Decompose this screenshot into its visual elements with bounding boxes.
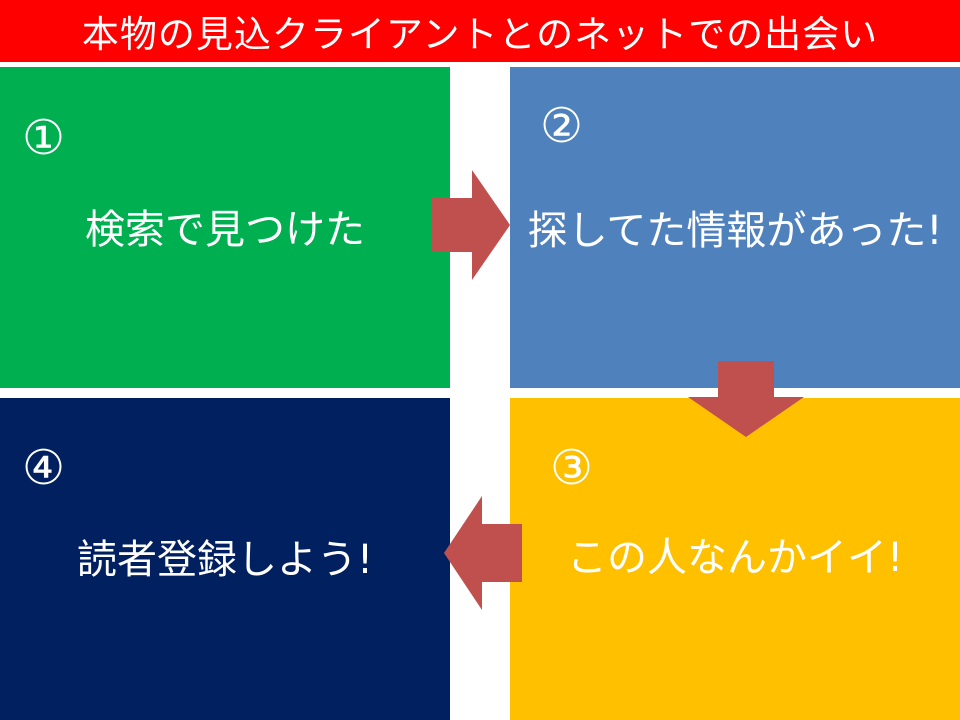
title-bar: 本物の見込クライアントとのネットでの出会い xyxy=(0,0,960,62)
step-box-4: ④ 読者登録しよう! xyxy=(0,398,450,720)
step-label-1: 検索で見つけた xyxy=(85,207,365,253)
page-title: 本物の見込クライアントとのネットでの出会い xyxy=(81,13,879,56)
step-number-2: ② xyxy=(540,98,584,154)
step-number-3: ③ xyxy=(550,440,594,496)
step-box-1: ① 検索で見つけた xyxy=(0,67,450,388)
step-label-2: 探してた情報があった! xyxy=(527,208,943,254)
step-number-1: ① xyxy=(22,110,66,166)
arrow-down-icon xyxy=(688,361,804,437)
arrow-left-icon xyxy=(444,496,522,610)
step-label-3: この人なんかイイ! xyxy=(566,535,904,581)
step-box-2: ② 探してた情報があった! xyxy=(510,67,960,388)
arrow-right-icon xyxy=(432,170,510,280)
step-box-3: ③ この人なんかイイ! xyxy=(510,398,960,720)
step-number-4: ④ xyxy=(22,440,66,496)
step-label-4: 読者登録しよう! xyxy=(76,537,374,583)
